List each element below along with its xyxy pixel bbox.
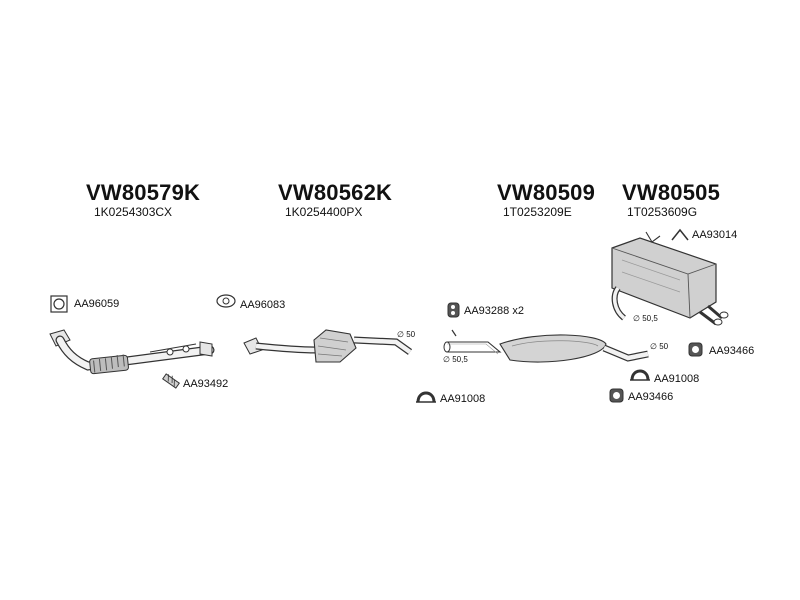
diameter-label-rear: ∅ 50,5 xyxy=(633,314,658,323)
rubber-hanger-icon xyxy=(447,302,460,318)
spring-bolt-icon xyxy=(162,373,180,389)
hanger-bracket-icon xyxy=(671,228,689,241)
front-pipe-drawing xyxy=(49,329,215,375)
gasket-icon xyxy=(50,295,68,313)
oem-number-front-pipe: 1K0254303CX xyxy=(94,205,173,219)
accessory-label-gasket-front: AA96059 xyxy=(74,298,120,310)
part-number-rear-silencer: VW80505 xyxy=(622,180,721,205)
accessory-label-clamp-rear: AA91008 xyxy=(654,373,700,385)
accessory-label-spring-bolt: AA93492 xyxy=(183,378,229,390)
accessory-label-gasket-catalyst: AA96083 xyxy=(240,299,286,311)
gasket-icon-catalyst xyxy=(216,294,236,308)
oem-number-middle-silencer: 1T0253209E xyxy=(503,205,572,219)
part-number-middle-silencer: VW80509 xyxy=(497,180,596,205)
oem-number-rear-silencer: 1T0253609G xyxy=(627,205,698,219)
rear-silencer-drawing xyxy=(611,231,729,326)
diameter-label-middle-inlet: ∅ 50,5 xyxy=(443,355,468,364)
accessory-label-hanger-bracket: AA93014 xyxy=(692,229,738,241)
oem-number-catalyst: 1K0254400PX xyxy=(285,205,363,219)
diameter-label-catalyst: ∅ 50 xyxy=(397,330,416,339)
accessory-label-clamp-middle: AA91008 xyxy=(440,393,486,405)
clamp-icon xyxy=(416,391,436,403)
diameter-label-middle-outlet: ∅ 50 xyxy=(650,342,669,351)
clamp-icon-rear xyxy=(630,369,650,381)
rubber-mount-icon xyxy=(688,342,703,357)
accessory-label-rubber-mount-lower: AA93466 xyxy=(628,391,674,403)
accessory-label-rubber-hanger: AA93288 x2 xyxy=(464,305,524,317)
rubber-mount-icon-lower xyxy=(609,388,624,403)
accessory-label-rubber-mount-upper: AA93466 xyxy=(709,345,755,357)
middle-silencer-drawing xyxy=(443,329,649,363)
part-number-front-pipe: VW80579K xyxy=(86,180,201,205)
part-number-catalyst: VW80562K xyxy=(278,180,393,205)
catalyst-drawing xyxy=(243,329,413,363)
